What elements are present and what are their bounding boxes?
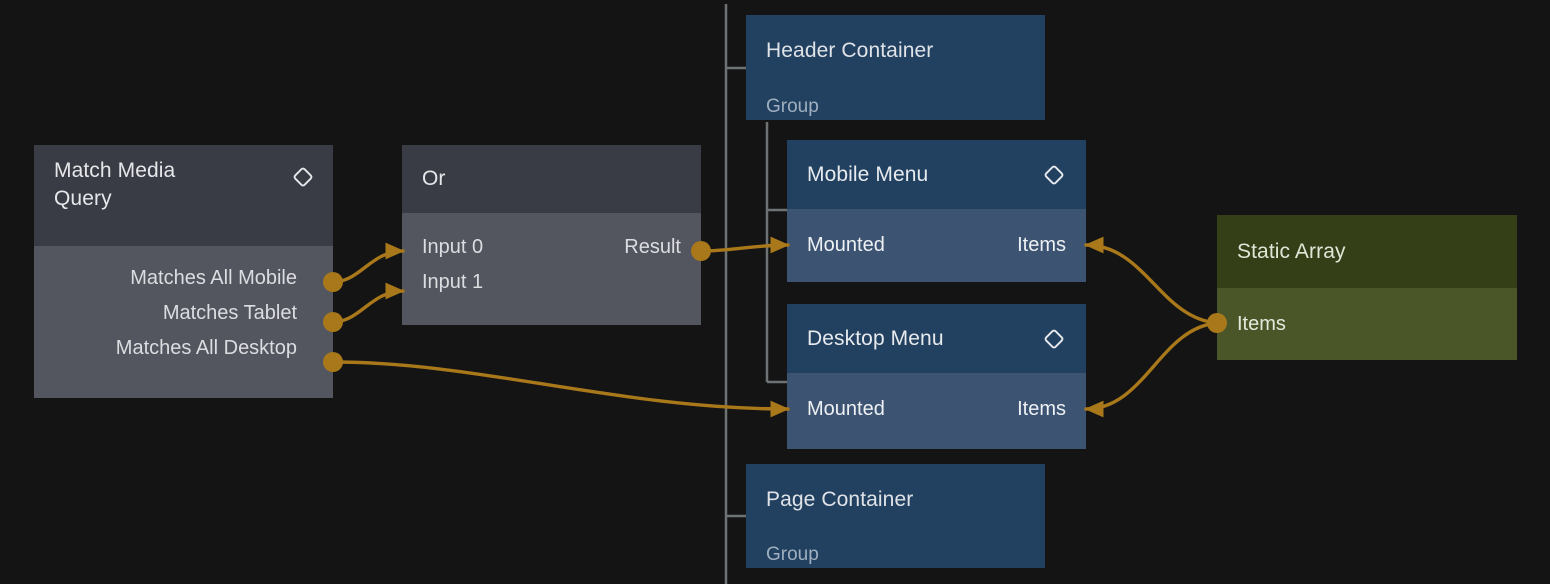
node-desktop-menu[interactable]: Desktop Menu Mounted Items [787,304,1086,449]
port-row-desktop-menu-mounted[interactable]: Mounted Items [787,391,1086,426]
port-label-matches-all-desktop: Matches All Desktop [115,336,297,359]
node-body-desktop-menu: Mounted Items [787,373,1086,449]
node-mobile-menu[interactable]: Mobile Menu Mounted Items [787,140,1086,282]
port-label-matches-tablet: Matches Tablet [162,301,297,324]
port-label-input-1: Input 1 [422,270,484,293]
wire-desktop-to-desktop-mounted [331,360,790,418]
node-title-desktop-menu: Desktop Menu [807,326,944,350]
node-subtitle-page-container: Group [766,544,819,565]
node-body-mobile-menu: Mounted Items [787,209,1086,282]
port-label-mobile-menu-items: Items [1017,233,1066,256]
node-match-media-query[interactable]: Match Media Query Matches All Mobile Mat… [34,145,333,398]
port-label-result: Result [624,235,681,258]
node-title-mobile-menu: Mobile Menu [807,162,929,186]
port-row-static-array-items[interactable]: Items [1217,306,1517,341]
node-title-header-container: Header Container [766,39,934,62]
node-header-page-container[interactable]: Page Container Group [746,464,1045,568]
port-label-desktop-menu-items: Items [1017,397,1066,420]
wire-items-to-desktop-items [1084,321,1219,418]
diamond-icon [1044,165,1064,184]
wire-result-to-mobile-mounted [699,236,790,254]
node-title-match-media-query: Match Media Query [54,159,176,210]
node-or[interactable]: Or Input 0 Result Input 1 [402,145,701,325]
node-title-or: Or [422,167,446,190]
node-body-match-media-query: Matches All Mobile Matches Tablet Matche… [34,246,333,398]
node-header-header-container[interactable]: Header Container Group [746,15,1045,120]
port-label-matches-all-mobile: Matches All Mobile [130,266,297,289]
port-row-matches-all-mobile[interactable]: Matches All Mobile [34,260,315,295]
node-page-container[interactable]: Page Container Group [746,464,1045,568]
node-body-or: Input 0 Result Input 1 [402,213,701,325]
node-header-desktop-menu[interactable]: Desktop Menu [787,304,1086,373]
port-row-input-0[interactable]: Input 0 Result [402,229,701,264]
node-header-match-media-query[interactable]: Match Media Query [34,145,333,246]
wire-items-to-mobile-items [1084,236,1219,325]
wire-mobile-to-input0 [331,242,405,284]
node-header-or[interactable]: Or [402,145,701,213]
node-title-page-container: Page Container [766,488,914,511]
node-title-static-array: Static Array [1237,239,1346,263]
node-subtitle-header-container: Group [766,96,819,117]
port-label-input-0: Input 0 [422,235,484,258]
diamond-icon [293,167,313,187]
node-header-static-array[interactable]: Static Array [1217,215,1517,288]
node-header-container[interactable]: Header Container Group [746,15,1045,120]
wire-tablet-to-input1 [331,282,405,324]
node-body-static-array: Items [1217,288,1517,360]
port-row-matches-all-desktop[interactable]: Matches All Desktop [34,330,315,365]
port-row-matches-tablet[interactable]: Matches Tablet [34,295,315,330]
port-label-mobile-menu-mounted: Mounted [807,233,885,256]
port-label-static-array-items: Items [1237,312,1286,335]
port-row-mobile-menu-mounted[interactable]: Mounted Items [787,227,1086,262]
node-static-array[interactable]: Static Array Items [1217,215,1517,360]
port-label-desktop-menu-mounted: Mounted [807,397,885,420]
port-row-input-1[interactable]: Input 1 [402,264,701,299]
node-header-mobile-menu[interactable]: Mobile Menu [787,140,1086,209]
diamond-icon [1044,329,1064,348]
